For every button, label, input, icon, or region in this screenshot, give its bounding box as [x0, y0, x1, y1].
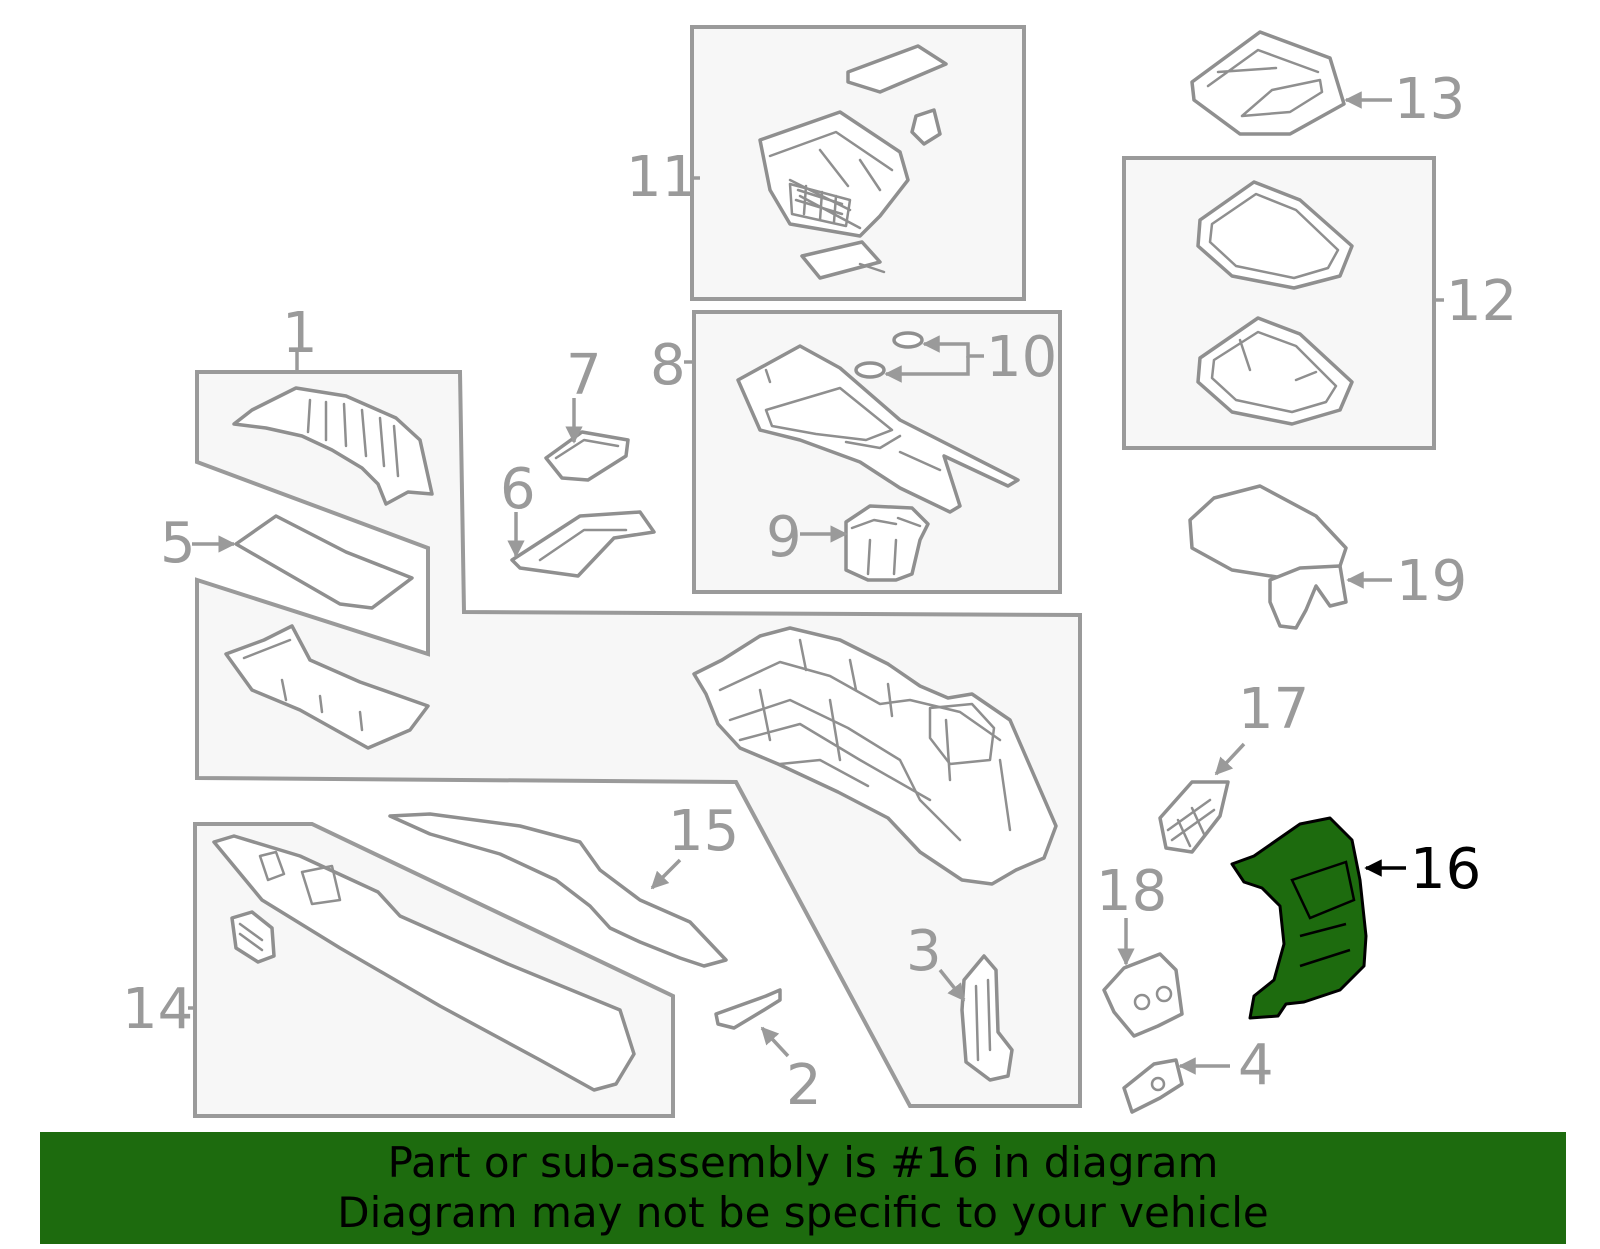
- callout-2: 2: [786, 1053, 822, 1118]
- callout-3: 3: [906, 919, 942, 984]
- part-12-trim-rings: [1196, 180, 1354, 426]
- info-banner: Part or sub-assembly is #16 in diagram D…: [40, 1132, 1566, 1244]
- part-4-clip-bracket: [1122, 1058, 1184, 1114]
- part-1-side-panel: [232, 386, 434, 506]
- part-19-armrest: [1188, 484, 1348, 630]
- part-8-console-panel: [736, 344, 1020, 514]
- callout-10: 10: [986, 325, 1057, 390]
- part-1-lower-tray: [224, 624, 430, 750]
- callout-8: 8: [650, 333, 686, 398]
- callout-14: 14: [122, 977, 193, 1042]
- banner-line-2: Diagram may not be specific to your vehi…: [337, 1188, 1269, 1237]
- callout-18: 18: [1096, 859, 1167, 924]
- callout-11: 11: [626, 145, 697, 210]
- callout-17: 17: [1238, 677, 1309, 742]
- part-11-console-box: [758, 44, 948, 280]
- callout-1: 1: [282, 301, 318, 366]
- callout-12: 12: [1446, 269, 1517, 334]
- part-14-side-trim: [212, 834, 636, 1092]
- group-box-1: [195, 370, 1082, 1108]
- part-18-switch-unit: [1102, 952, 1184, 1038]
- part-13-bezel: [1190, 30, 1346, 136]
- callout-5: 5: [160, 511, 196, 576]
- part-1-console-frame: [692, 626, 1058, 886]
- part-17-vent: [1158, 780, 1230, 854]
- callout-19: 19: [1396, 549, 1467, 614]
- banner-line-1: Part or sub-assembly is #16 in diagram: [387, 1138, 1219, 1187]
- part-6-tray: [510, 510, 656, 578]
- part-10-caps: [854, 331, 924, 379]
- callout-16: 16: [1410, 837, 1481, 902]
- part-5-mat: [234, 514, 414, 610]
- callout-13: 13: [1394, 67, 1465, 132]
- part-3-bracket: [960, 954, 1014, 1082]
- part-16-highlighted[interactable]: [1230, 816, 1368, 1020]
- part-15-trim-strip: [388, 812, 728, 968]
- part-2-small-bracket: [714, 988, 782, 1030]
- part-9-cup-holder: [844, 504, 930, 582]
- callout-7: 7: [566, 343, 602, 408]
- callout-9: 9: [766, 505, 802, 570]
- callout-4: 4: [1238, 1033, 1274, 1098]
- part-7-tray: [544, 430, 630, 482]
- callout-15: 15: [668, 799, 739, 864]
- callout-6: 6: [500, 457, 536, 522]
